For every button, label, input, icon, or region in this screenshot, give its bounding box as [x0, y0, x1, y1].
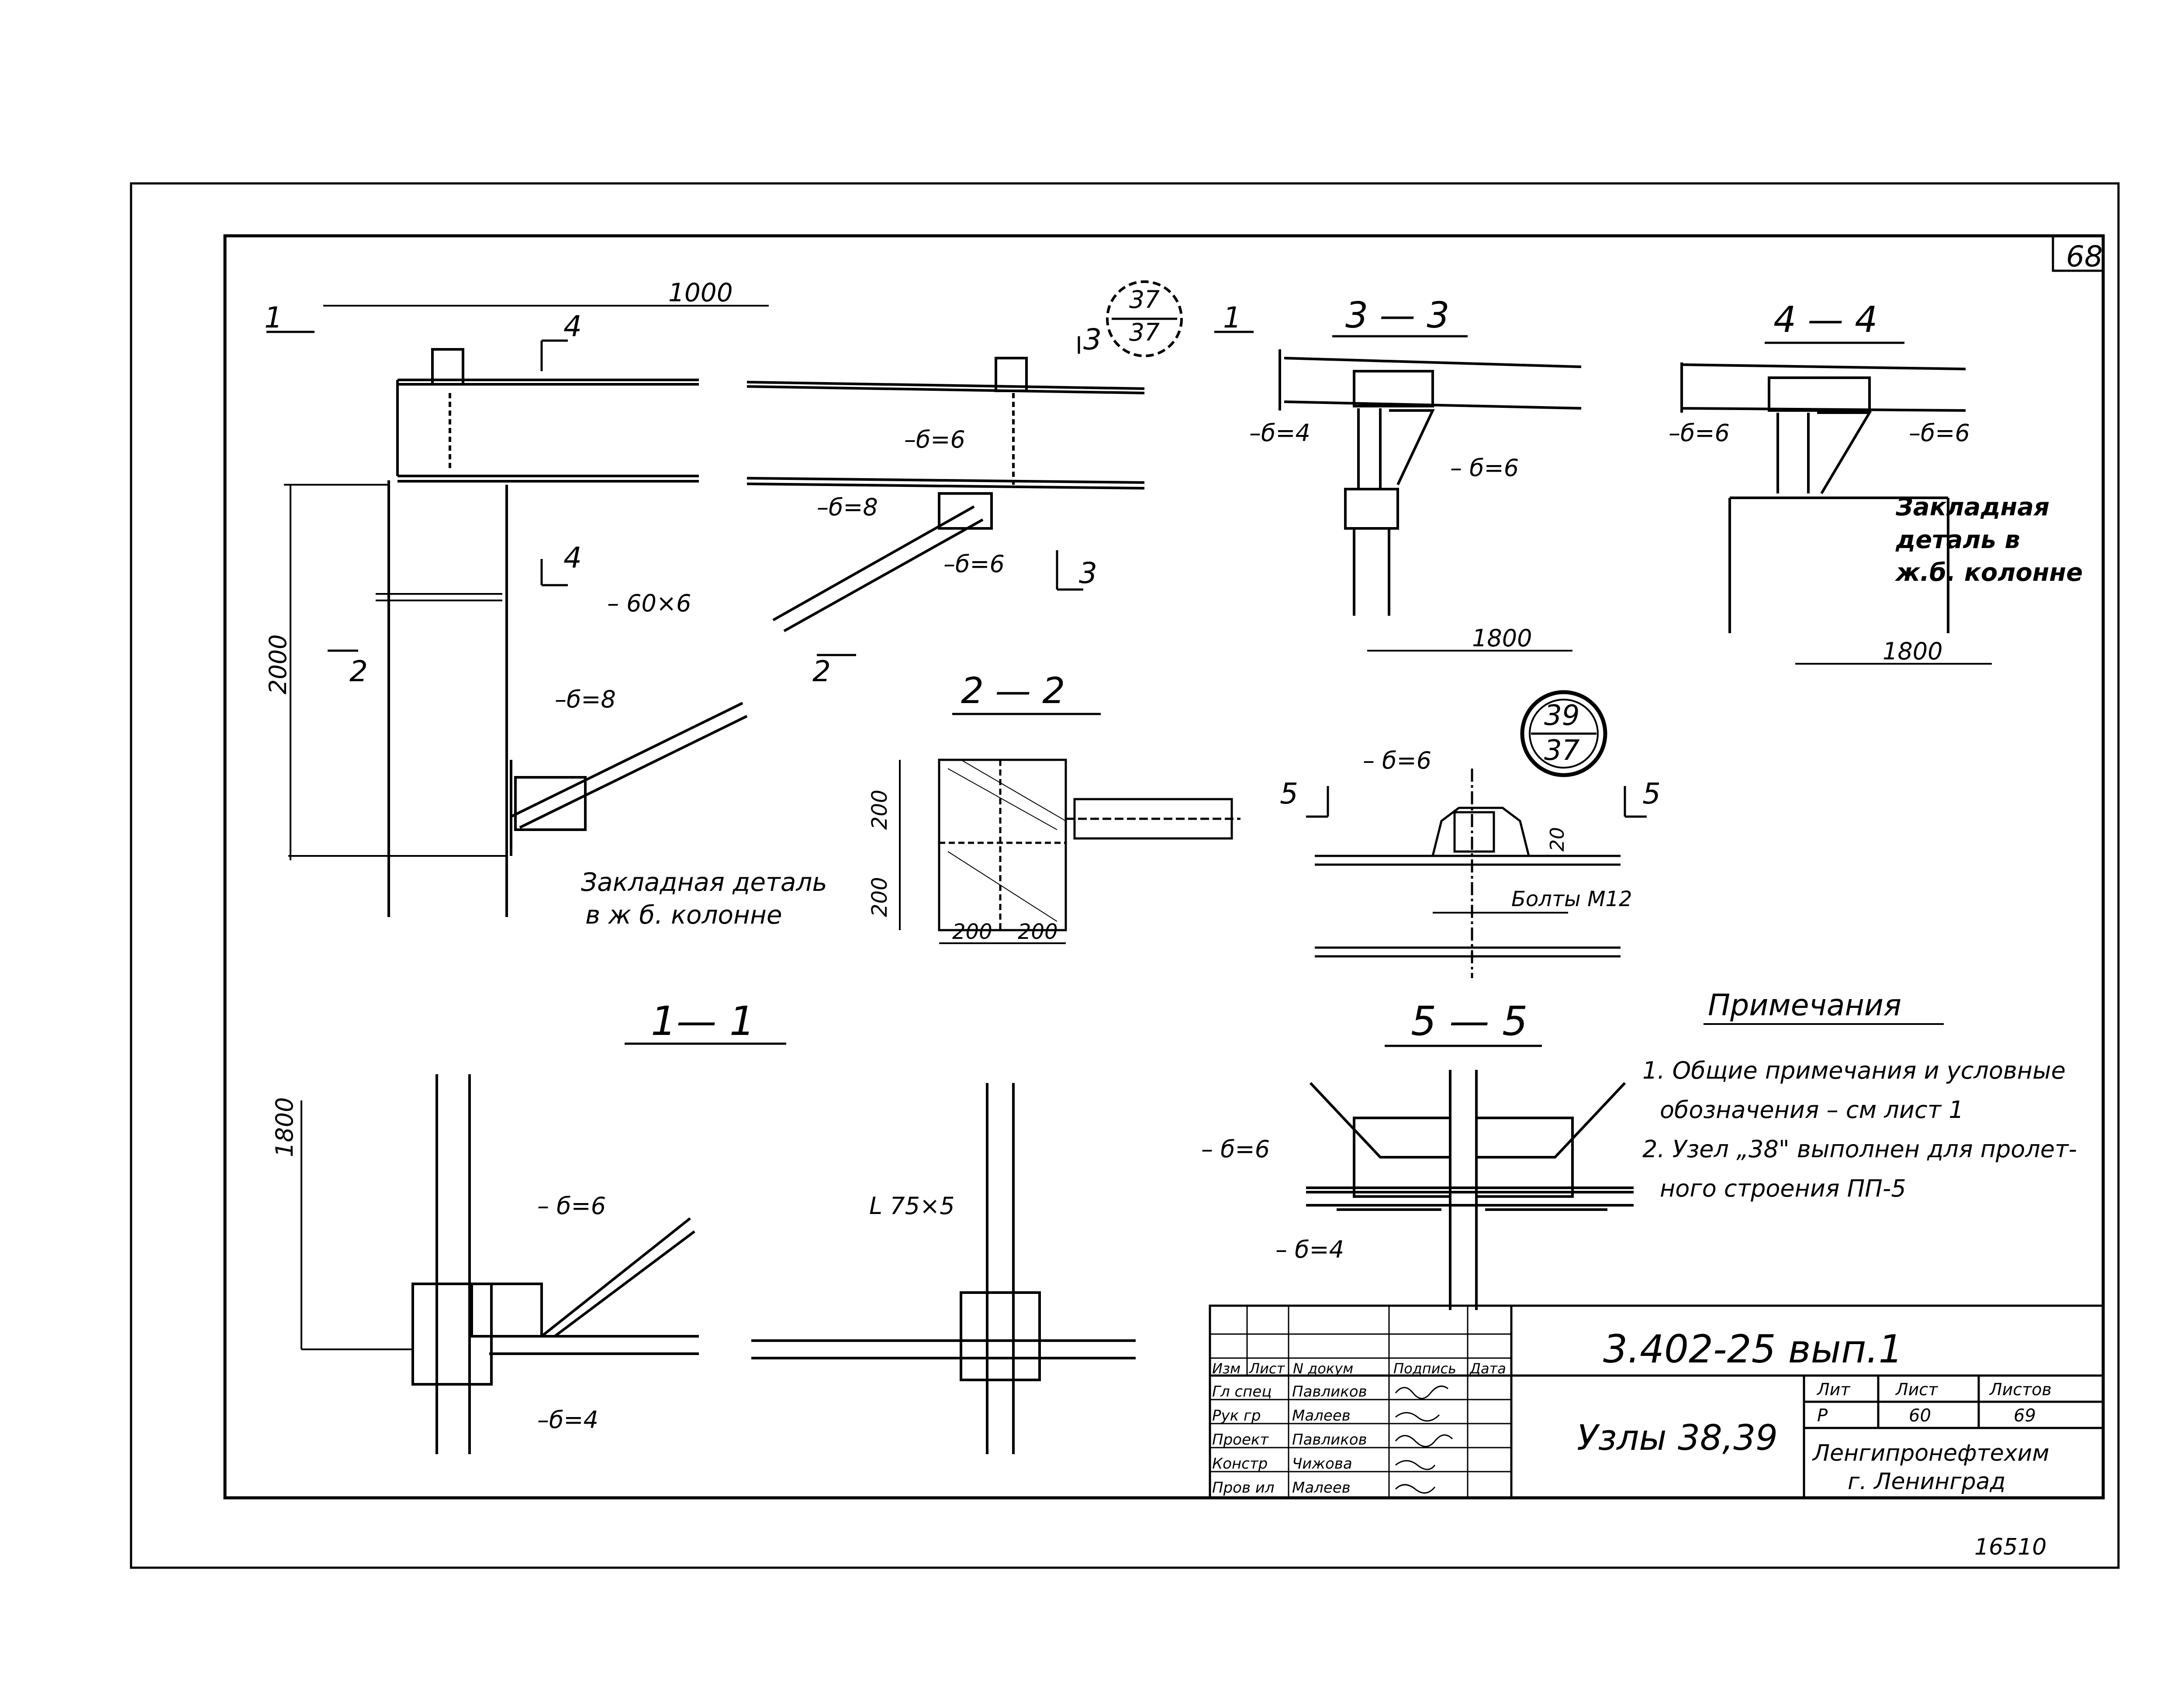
label-plate-4: – б=4	[1275, 1236, 1344, 1263]
label-embed-1: Закладная	[1895, 493, 2049, 521]
note-line-1: 1. Общие примечания и условные	[1642, 1057, 2066, 1084]
label-angle: L 75×5	[869, 1192, 955, 1220]
mark-top-den: 37	[1129, 318, 1160, 346]
org-name: Ленгипронефтехим	[1812, 1440, 2049, 1466]
section-mark-4a: 4	[563, 310, 582, 343]
section-mark-2a: 2	[349, 655, 368, 688]
section-3-3-title: 3 — 3	[1345, 295, 1449, 336]
label-plate-4: –б=4	[537, 1406, 598, 1434]
inner-frame	[223, 234, 2105, 1500]
dim-200-a: 200	[867, 790, 892, 830]
label-plate-8-left: –б=8	[555, 686, 616, 713]
row-role-2: Проект	[1212, 1431, 1269, 1448]
row-role-4: Пров ил	[1212, 1479, 1275, 1497]
sheet-number-box	[2052, 236, 2103, 272]
section-5-5: 5 — 5 – б=6 – б=4	[1201, 998, 1634, 1310]
label-plate-6: – б=6	[1450, 454, 1519, 482]
sheets-value: 69	[2014, 1406, 2036, 1426]
sheet-number: 68	[2066, 240, 2103, 273]
section-5-5-title: 5 — 5	[1411, 998, 1528, 1045]
label-embed-2: в ж б. колонне	[585, 900, 782, 930]
col-list: Лист	[1249, 1360, 1285, 1377]
label-plate-right: –б=6	[1909, 419, 1970, 447]
section-mark-4b: 4	[563, 541, 582, 575]
label-plate-6-bottom: –б=6	[943, 550, 1005, 578]
section-3-3: 3 — 3 –б=4 – б=6 1800	[1249, 295, 1582, 652]
node-mark-39: 39 37	[1520, 690, 1607, 777]
label-plate-8-top: –б=8	[817, 493, 878, 521]
section-1-1: 1— 1 1800 – б=6 –б=4 L 75×5	[271, 998, 1136, 1454]
notes: Примечания 1. Общие примечания и условны…	[1642, 988, 2077, 1202]
section-4-4-title: 4 — 4	[1773, 299, 1877, 341]
stage-value: Р	[1817, 1406, 1828, 1426]
section-4-4: 4 — 4 –б=6 –б=6 Закладная деталь в ж.б. …	[1669, 299, 2083, 665]
mark-39-den: 37	[1544, 735, 1580, 767]
label-size: 20	[1546, 827, 1569, 852]
section-mark-1b: 1	[1223, 301, 1241, 335]
node-38-view: 1000 37 37 1 1 4 4 3 3 2 2	[264, 278, 1254, 930]
section-mark-5a: 5	[1280, 777, 1298, 810]
dimension-1800-a: 1800	[1472, 624, 1532, 652]
label-plate-6: – б=6	[1201, 1135, 1270, 1163]
outer-frame	[130, 182, 2120, 1569]
dimension-1800-c: 1800	[271, 1097, 298, 1157]
node-39: 39 37 – б=6 20 Болты М12 5 5	[1280, 690, 1661, 978]
section-mark-2b: 2	[812, 655, 831, 688]
label-strip: – 60×6	[607, 590, 691, 617]
row-role-0: Гл спец	[1212, 1383, 1272, 1400]
dimension-1800-b: 1800	[1883, 638, 1942, 665]
row-name-3: Чижова	[1292, 1455, 1352, 1473]
label-plate-left: –б=6	[1669, 419, 1730, 447]
section-mark-3b: 3	[1079, 556, 1097, 590]
row-name-4: Малеев	[1292, 1479, 1351, 1497]
sheet-value: 60	[1909, 1406, 1931, 1426]
signatures	[1395, 1385, 1453, 1494]
sheets-header: Листов	[1989, 1380, 2052, 1399]
label-bolts: Болты М12	[1511, 887, 1632, 911]
doc-code: 3.402-25 вып.1	[1603, 1327, 1903, 1372]
top-dimension: 1000	[668, 278, 733, 307]
section-mark-5b: 5	[1642, 777, 1661, 810]
sheet-header: Лист	[1895, 1380, 1939, 1399]
note-line-2: обозначения – см лист 1	[1660, 1096, 1964, 1124]
label-plate-4: –б=4	[1249, 419, 1310, 447]
note-line-4: ного строения ПП-5	[1660, 1175, 1906, 1202]
label-embed-3: ж.б. колонне	[1894, 559, 2083, 587]
col-ndoc: N докум	[1293, 1360, 1353, 1377]
doc-title: Узлы 38,39	[1577, 1417, 1778, 1458]
note-line-3: 2. Узел „38" выполнен для пролет-	[1642, 1135, 2077, 1163]
org-city: г. Ленинград	[1848, 1469, 2005, 1495]
dim-200-d: 200	[1018, 920, 1058, 944]
title-block: Изм Лист N докум Подпись Дата Гл спец Па…	[1209, 1304, 2105, 1499]
section-2-2: 2 — 2 200 200 200 200	[867, 670, 1241, 944]
row-name-2: Павликов	[1292, 1431, 1367, 1448]
row-name-1: Малеев	[1292, 1407, 1351, 1424]
mark-39-num: 39	[1544, 700, 1579, 732]
label-embed-2: деталь в	[1895, 526, 2020, 554]
row-name-0: Павликов	[1292, 1383, 1367, 1400]
notes-title: Примечания	[1708, 988, 1901, 1023]
row-role-3: Констр	[1212, 1455, 1268, 1473]
row-role-1: Рук гр	[1212, 1407, 1261, 1424]
node-mark-top: 37 37	[1106, 280, 1183, 357]
label-embed-1: Закладная деталь	[581, 867, 827, 897]
col-izm: Изм	[1212, 1360, 1241, 1377]
section-2-2-title: 2 — 2	[961, 670, 1065, 712]
section-mark-3a: 3	[1083, 323, 1102, 356]
section-mark-1a: 1	[264, 301, 283, 335]
label-plate: – б=6	[1363, 747, 1431, 774]
label-plate-6: – б=6	[537, 1192, 606, 1220]
archive-number: 16510	[1974, 1534, 2046, 1560]
section-1-1-title: 1— 1	[651, 998, 755, 1045]
stage-header: Лит	[1816, 1380, 1851, 1399]
dim-200-b: 200	[867, 877, 892, 917]
col-date: Дата	[1469, 1360, 1506, 1377]
label-plate-6-top: –б=6	[904, 426, 965, 453]
dimension-2000: 2000	[264, 635, 292, 694]
col-sign: Подпись	[1393, 1360, 1456, 1377]
mark-top-num: 37	[1129, 286, 1160, 314]
dim-200-c: 200	[952, 920, 992, 944]
